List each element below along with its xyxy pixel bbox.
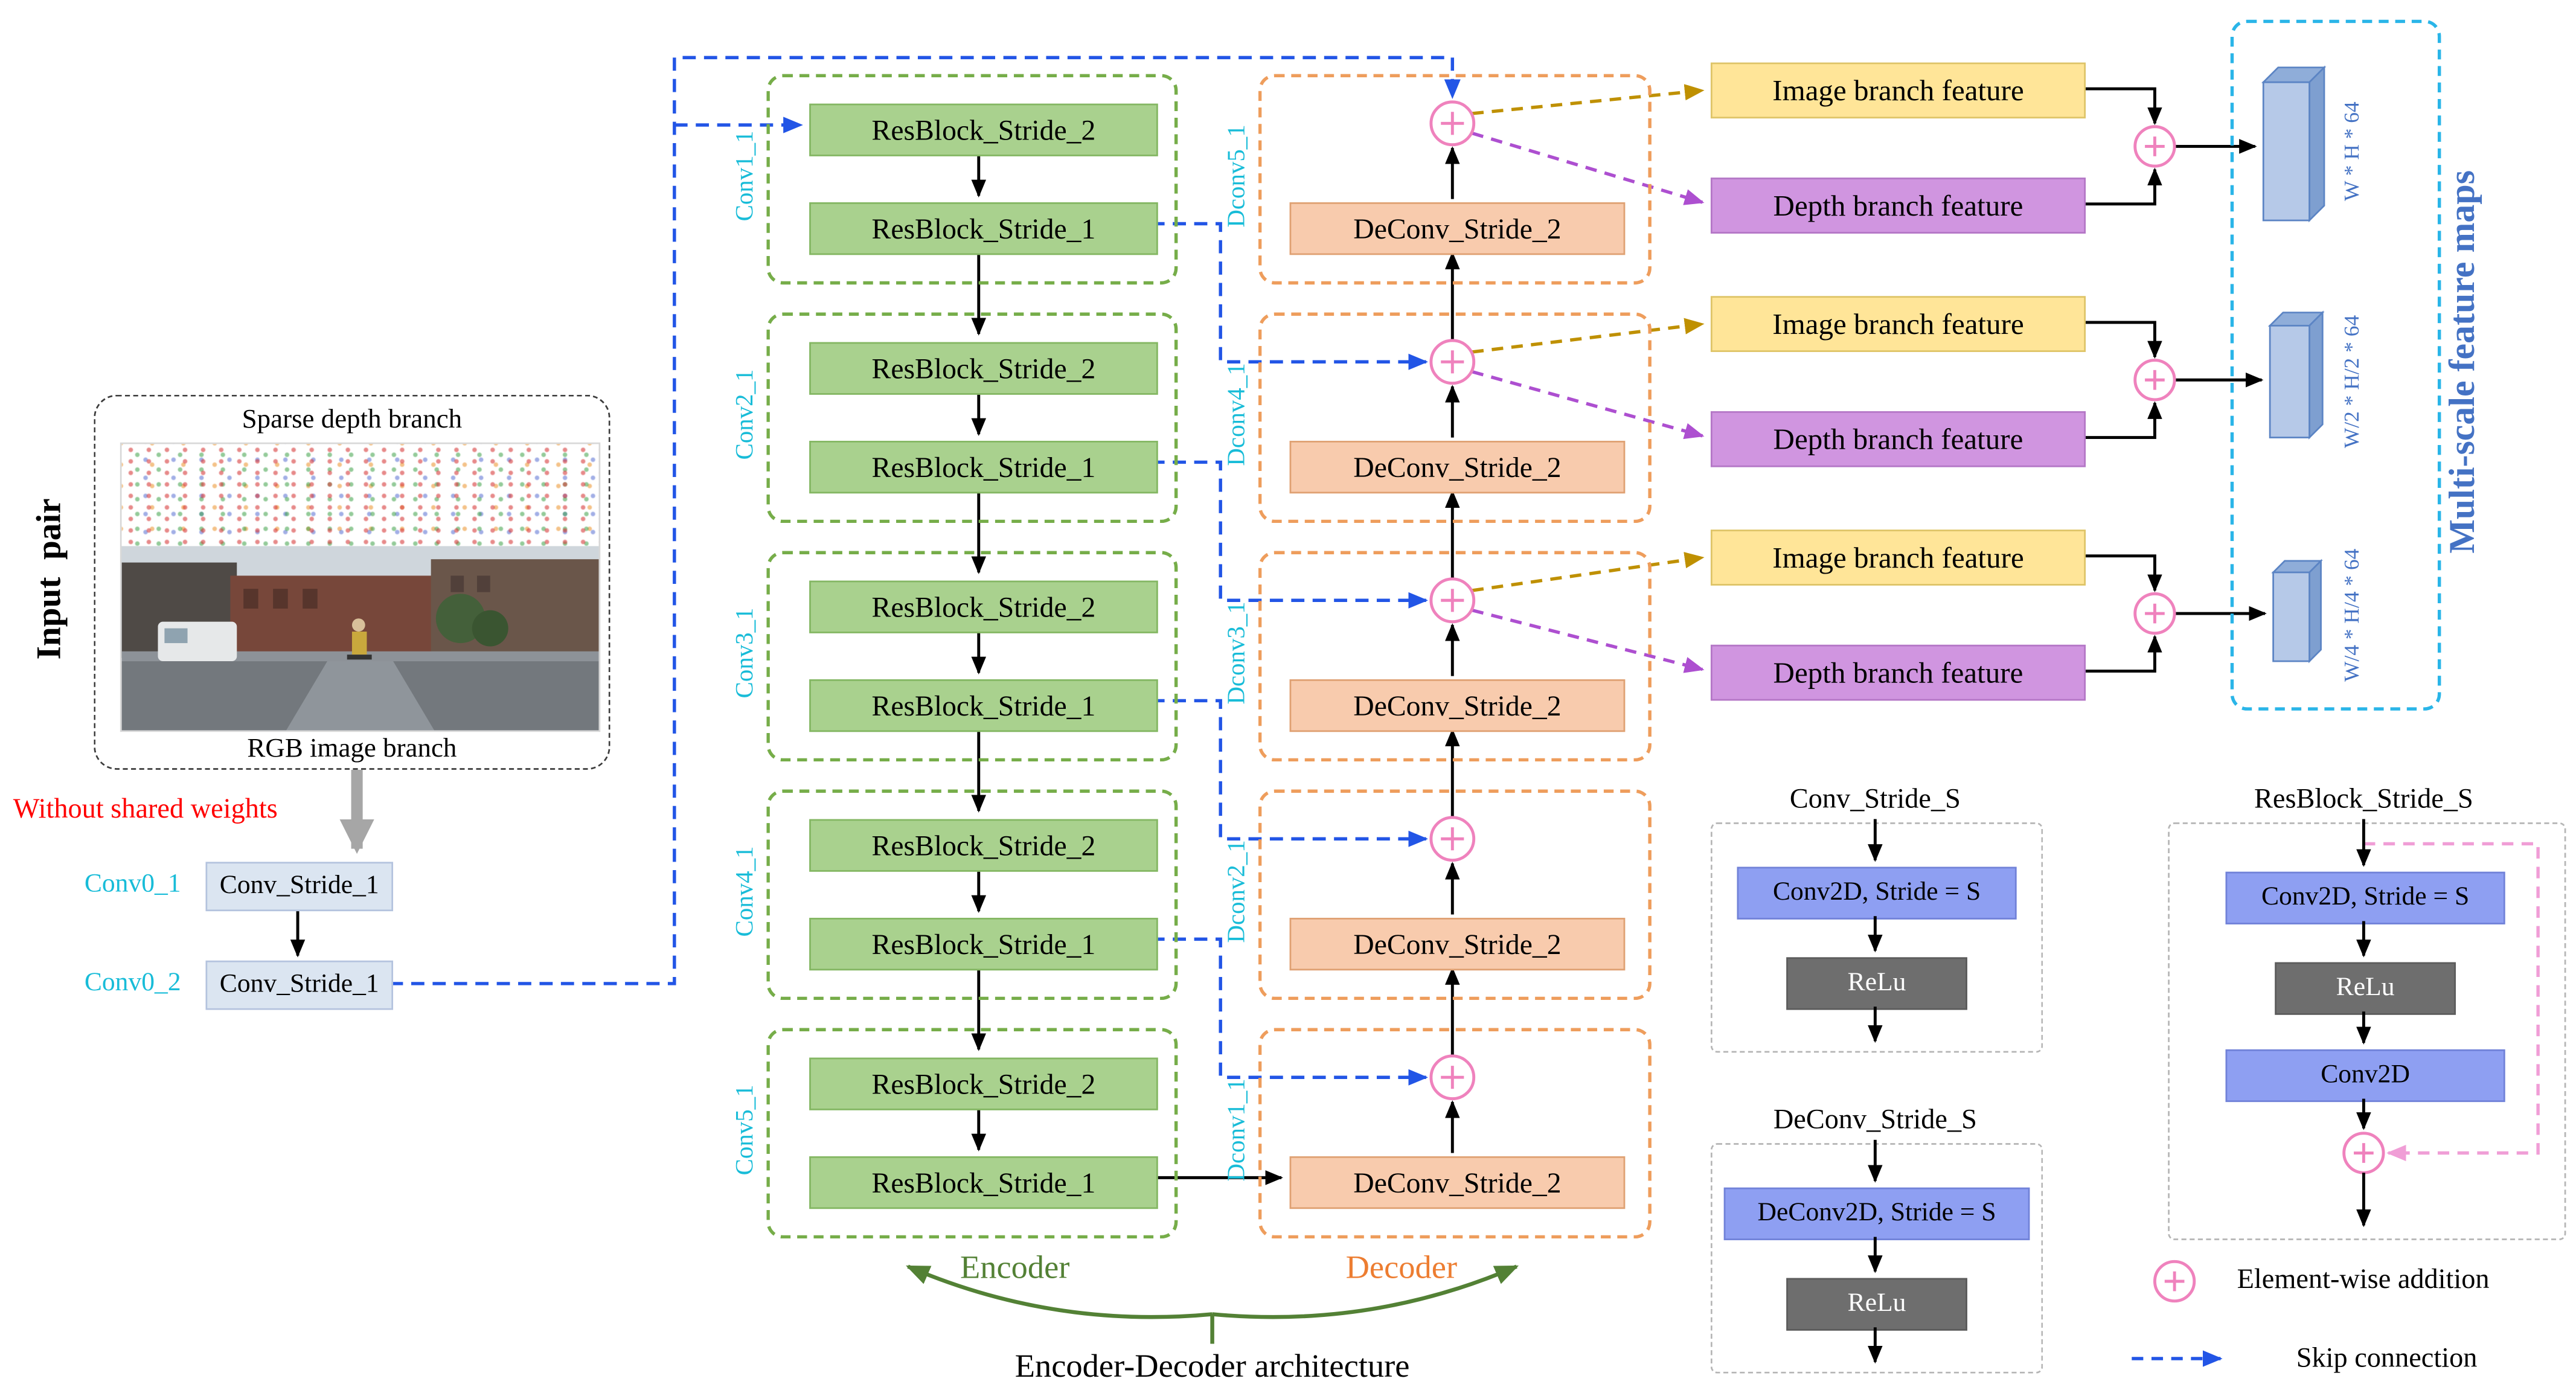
encoder-group-outline: ResBlock_Stride_2 ResBlock_Stride_1 [766,789,1178,1001]
relu-layer: ReLu [2275,962,2456,1015]
decoder-group-outline: DeConv_Stride_2 [1258,1028,1652,1239]
without-shared-weights-label: Without shared weights [13,792,278,824]
depth-branch-feature-box: Depth branch feature [1710,411,2086,467]
rgb-image-branch-label: RGB image branch [247,732,457,763]
relu-layer: ReLu [1786,957,1967,1010]
decoder-deconv-block: DeConv_Stride_2 [1289,1156,1626,1209]
encoder-group-outline: ResBlock_Stride_2 ResBlock_Stride_1 [766,551,1178,762]
encoder-resblock: ResBlock_Stride_2 [809,103,1158,156]
input-pair-box: Sparse depth branch [94,394,610,770]
conv0-block: Conv_Stride_1 [205,862,394,912]
decoder-caption: Decoder [1345,1250,1458,1287]
sparse-depth-visual [121,444,599,546]
conv0-tag: Conv0_1 [84,869,181,898]
decoder-deconv-block: DeConv_Stride_2 [1289,917,1626,971]
encoder-resblock: ResBlock_Stride_1 [809,1156,1158,1209]
resblock-stride-title: ResBlock_Stride_S [2254,783,2473,815]
conv2d-layer: Conv2D, Stride = S [1737,866,2017,920]
depth-branch-feature-box: Depth branch feature [1710,644,2086,701]
image-branch-feature-box: Image branch feature [1710,296,2086,352]
decoder-deconv-block: DeConv_Stride_2 [1289,441,1626,494]
encoder-resblock: ResBlock_Stride_1 [809,679,1158,732]
conv2d-layer: Conv2D, Stride = S [2225,871,2505,924]
encoder-group-outline: ResBlock_Stride_2 ResBlock_Stride_1 [766,312,1178,524]
rgb-scene [121,546,599,731]
encoder-resblock: ResBlock_Stride_1 [809,441,1158,494]
decoder-deconv-block: DeConv_Stride_2 [1289,679,1626,732]
encoder-resblock: ResBlock_Stride_1 [809,917,1158,971]
encoder-resblock: ResBlock_Stride_2 [809,819,1158,872]
conv0-tag: Conv0_2 [84,969,181,997]
encoder-caption: Encoder [960,1250,1070,1287]
image-branch-feature-box: Image branch feature [1710,530,2086,586]
legend-skip-label: Skip connection [2296,1342,2478,1374]
decoder-group-outline: DeConv_Stride_2 [1258,74,1652,285]
encoder-resblock: ResBlock_Stride_2 [809,342,1158,395]
encoder-resblock: ResBlock_Stride_1 [809,202,1158,255]
multiscale-container [2230,19,2441,711]
deconv2d-layer: DeConv2D, Stride = S [1723,1187,2030,1240]
resblock-stride-box [2168,822,2566,1240]
conv2d-layer: Conv2D [2225,1049,2505,1103]
decoder-group-outline: DeConv_Stride_2 [1258,551,1652,762]
deconv-stride-title: DeConv_Stride_S [1773,1103,1977,1135]
input-image [120,442,601,732]
architecture-caption: Encoder-Decoder architecture [1014,1348,1410,1385]
conv0-block: Conv_Stride_1 [205,960,394,1010]
decoder-group-outline: DeConv_Stride_2 [1258,789,1652,1001]
sparse-depth-branch-label: Sparse depth branch [242,403,463,435]
conv-stride-box [1710,822,2043,1053]
encoder-group-outline: ResBlock_Stride_2 ResBlock_Stride_1 [766,74,1178,285]
image-branch-feature-box: Image branch feature [1710,62,2086,119]
decoder-group-outline: DeConv_Stride_2 [1258,312,1652,524]
depth-branch-feature-box: Depth branch feature [1710,178,2086,234]
legend-addition-label: Element-wise addition [2237,1263,2490,1295]
deconv-stride-box [1710,1143,2043,1374]
encoder-resblock: ResBlock_Stride_2 [809,1057,1158,1110]
encoder-group-outline: ResBlock_Stride_2 ResBlock_Stride_1 [766,1028,1178,1239]
encoder-resblock: ResBlock_Stride_2 [809,580,1158,633]
decoder-deconv-block: DeConv_Stride_2 [1289,202,1626,255]
conv-stride-title: Conv_Stride_S [1789,783,1961,815]
relu-layer: ReLu [1786,1278,1967,1331]
